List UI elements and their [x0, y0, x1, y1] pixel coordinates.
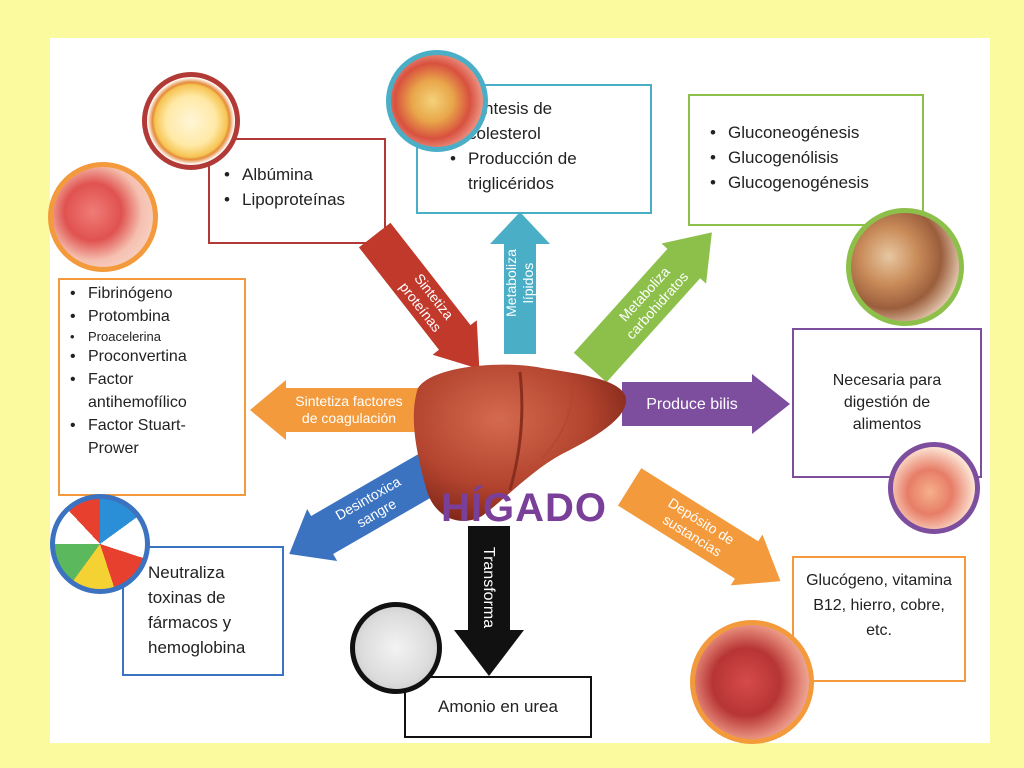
coagulation-item-antihemofilico: Factor antihemofílico [68, 368, 218, 414]
transform-arrow-label: Transforma [480, 546, 498, 628]
coagulation-item-proacelerina: Proacelerina [68, 328, 188, 345]
detox-arrow: Desintoxica sangre [274, 444, 449, 580]
diagram-panel: Albúmina Lipoproteínas Síntesis de coles… [48, 38, 990, 744]
coagulation-arrow: Sintetiza factores de coagulación [250, 380, 420, 440]
meat-photo [690, 620, 814, 744]
lipids-box: Síntesis de colesterol Producción de tri… [416, 84, 652, 214]
carbs-box: Gluconeogénesis Glucogenólisis Glucogeno… [688, 94, 924, 226]
carbs-arrow: Metaboliza carbohidratos [568, 212, 734, 387]
artery-cholesterol-photo [386, 50, 488, 152]
center-title: HÍGADO [441, 486, 607, 530]
lipids-item-trigliceridos: Producción de triglicéridos [448, 146, 628, 196]
blood-vessel-photo [48, 162, 158, 272]
lipids-arrow-label: Metaboliza lípidos [503, 249, 537, 317]
bile-arrow-label: Produce bilis [646, 395, 738, 413]
coagulation-item-fibrinogeno: Fibrinógeno [68, 282, 238, 305]
pills-photo [50, 494, 150, 594]
bile-text: Necesaria para digestión de alimentos [832, 372, 942, 433]
lipoprotein-particle-photo [142, 72, 240, 170]
coagulation-item-proconvertina: Proconvertina [68, 345, 238, 368]
detox-text: Neutraliza toxinas de fármacos y hemoglo… [148, 563, 246, 657]
storage-arrow: Depósito de sustancias [614, 461, 797, 606]
urea-text: Amonio en urea [437, 697, 559, 716]
urea-box: Amonio en urea [404, 676, 592, 738]
carbs-item-gluconeogenesis: Gluconeogénesis [708, 120, 914, 145]
proteins-item-albumina: Albúmina [222, 162, 374, 187]
coagulation-item-stuart-prower: Factor Stuart-Prower [68, 414, 228, 460]
liver-illustration [413, 364, 627, 521]
bile-arrow: Produce bilis [622, 374, 790, 434]
carbs-item-glucogenolisis: Glucogenólisis [708, 145, 914, 170]
storage-text: Glucógeno, vitamina B12, hierro, cobre, … [806, 572, 952, 639]
coagulation-arrow-label: Sintetiza factores de coagulación [295, 393, 403, 426]
donuts-photo [846, 208, 964, 326]
proteins-box: Albúmina Lipoproteínas [208, 138, 386, 244]
urea-powder-photo [350, 602, 442, 694]
carbs-item-glucogenogenesis: Glucogenogénesis [708, 170, 914, 195]
proteins-item-lipoproteinas: Lipoproteínas [222, 187, 374, 212]
proteins-arrow: Sintetiza proteínas [353, 218, 502, 386]
lipids-arrow: Metaboliza lípidos [490, 212, 550, 354]
coagulation-item-protombina: Protombina [68, 305, 238, 328]
coagulation-box: Fibrinógeno Protombina Proacelerina Proc… [58, 278, 246, 496]
stomach-photo [888, 442, 980, 534]
detox-box: Neutraliza toxinas de fármacos y hemoglo… [122, 546, 284, 676]
storage-box: Glucógeno, vitamina B12, hierro, cobre, … [792, 556, 966, 682]
transform-arrow: Transforma [454, 526, 524, 676]
